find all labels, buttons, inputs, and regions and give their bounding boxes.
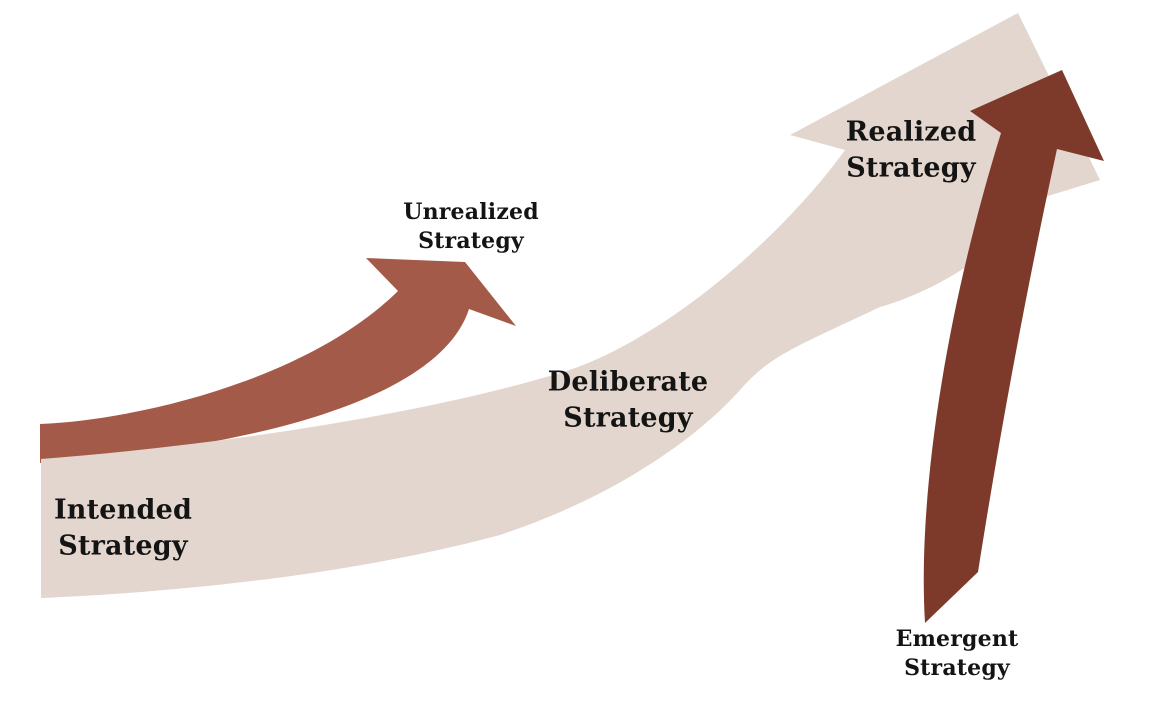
intended-deliberate-realized-arrow — [41, 13, 1100, 598]
unrealized-strategy-label: Unrealized Strategy — [403, 198, 539, 254]
intended-strategy-label: Intended Strategy — [53, 494, 193, 561]
deliberate-strategy-label: Deliberate Strategy — [547, 366, 709, 433]
realized-strategy-label: Realized Strategy — [845, 116, 977, 183]
unrealized-strategy-arrow — [40, 258, 516, 463]
emergent-strategy-label: Emergent Strategy — [895, 625, 1019, 681]
emergent-strategy-arrow — [923, 70, 1104, 623]
